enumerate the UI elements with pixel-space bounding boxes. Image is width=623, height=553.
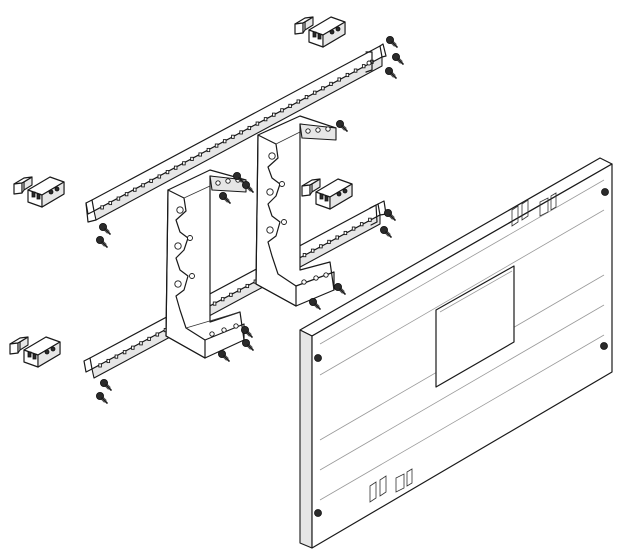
rail-hole xyxy=(231,134,235,139)
rail-hole xyxy=(122,350,127,355)
rail-hole xyxy=(343,230,348,236)
rail-hole xyxy=(157,174,162,179)
rail-hole xyxy=(173,165,178,170)
rail-hole xyxy=(182,161,186,166)
rail-hole xyxy=(214,143,219,148)
rail-hole xyxy=(212,301,217,306)
rail-hole xyxy=(327,239,331,244)
left-mounting-bracket xyxy=(165,169,247,359)
rail-hole xyxy=(296,99,301,104)
rail-hole xyxy=(239,130,243,135)
rail-hole xyxy=(133,187,137,192)
rail-hole xyxy=(116,196,121,201)
rail-hole xyxy=(131,345,135,350)
rail-hole xyxy=(108,200,113,206)
rail-hole xyxy=(124,192,129,197)
rail-hole xyxy=(222,139,227,144)
rail-hole xyxy=(359,222,364,227)
rail-hole xyxy=(106,358,111,364)
rail-hole xyxy=(337,77,341,82)
rail-hole xyxy=(206,147,211,153)
rail-hole xyxy=(345,72,350,78)
upper-mounting-rail xyxy=(85,43,387,223)
cover-plate xyxy=(299,157,613,549)
rail-hole xyxy=(198,152,202,157)
rail-hole xyxy=(190,156,194,161)
rail-hole xyxy=(165,170,170,175)
rail-hole xyxy=(368,217,372,222)
rail-hole xyxy=(321,86,325,91)
rail-hole xyxy=(335,235,339,240)
rail-hole xyxy=(100,205,104,210)
rail-hole xyxy=(329,81,333,86)
rail-hole xyxy=(245,283,250,289)
rail-hole xyxy=(312,90,317,95)
rail-hole xyxy=(319,244,323,249)
rail-hole xyxy=(272,112,276,117)
rail-hole xyxy=(220,297,225,302)
right-mounting-bracket xyxy=(255,115,337,307)
lower-mounting-rail xyxy=(83,200,387,379)
rail-hole xyxy=(149,178,153,183)
rail-hole xyxy=(247,125,252,131)
rail-hole xyxy=(255,121,260,126)
rail-hole xyxy=(263,117,268,122)
rail-hole xyxy=(141,183,145,188)
rail-hole xyxy=(114,354,119,359)
rail-hole xyxy=(237,288,241,293)
rail-hole xyxy=(353,68,358,73)
rail-hole xyxy=(147,336,151,341)
rail-hole xyxy=(302,253,307,258)
rail-hole xyxy=(361,64,366,69)
rail-hole xyxy=(288,103,292,108)
rail-hole xyxy=(139,341,143,346)
rail-hole xyxy=(351,226,356,231)
rail-hole xyxy=(155,332,160,337)
rail-hole xyxy=(98,363,102,368)
rail-hole xyxy=(280,108,284,113)
rail-hole xyxy=(310,248,315,253)
rail-hole xyxy=(304,95,309,100)
rail-hole xyxy=(229,292,233,297)
